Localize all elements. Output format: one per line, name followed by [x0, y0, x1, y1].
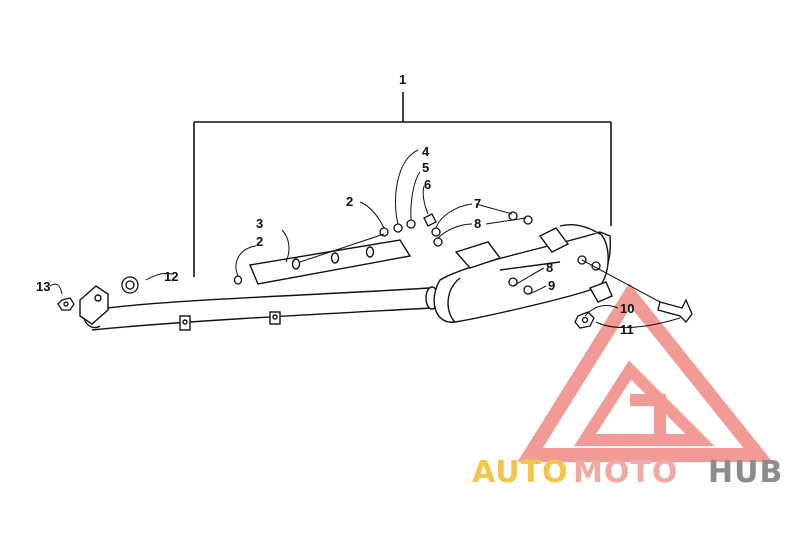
- watermark-hub: HUB: [708, 455, 783, 490]
- callout-11: 11: [620, 322, 634, 337]
- callout-13: 13: [36, 279, 50, 294]
- hardware: [57, 211, 693, 329]
- callout-4: 4: [422, 144, 430, 159]
- callout-labels: 1 2 3 2 4 5 6 7 8 8 9 10 11 12 13: [36, 72, 634, 337]
- callout-6: 6: [424, 177, 431, 192]
- watermark-text: AUTO MOTO HUB: [472, 455, 783, 490]
- callout-1: 1: [399, 72, 406, 87]
- muffler: [433, 224, 613, 323]
- callout-8-lower: 8: [546, 260, 553, 275]
- watermark-logo: [517, 282, 773, 462]
- callout-7: 7: [474, 196, 481, 211]
- callout-2-upper: 2: [346, 194, 353, 209]
- callout-9: 9: [548, 278, 555, 293]
- callout-12: 12: [164, 269, 178, 284]
- callout-3: 3: [256, 216, 263, 231]
- watermark-auto: AUTO: [472, 455, 569, 490]
- leader-lines: [49, 149, 681, 329]
- callout-2-lower: 2: [256, 234, 263, 249]
- callout-8-upper: 8: [474, 216, 481, 231]
- exhaust-pipe: [79, 285, 439, 331]
- heat-shield: [249, 239, 412, 285]
- assembly-bracket: [193, 92, 612, 277]
- watermark-moto: MOTO: [573, 455, 678, 490]
- callout-5: 5: [422, 160, 429, 175]
- callout-10: 10: [620, 301, 634, 316]
